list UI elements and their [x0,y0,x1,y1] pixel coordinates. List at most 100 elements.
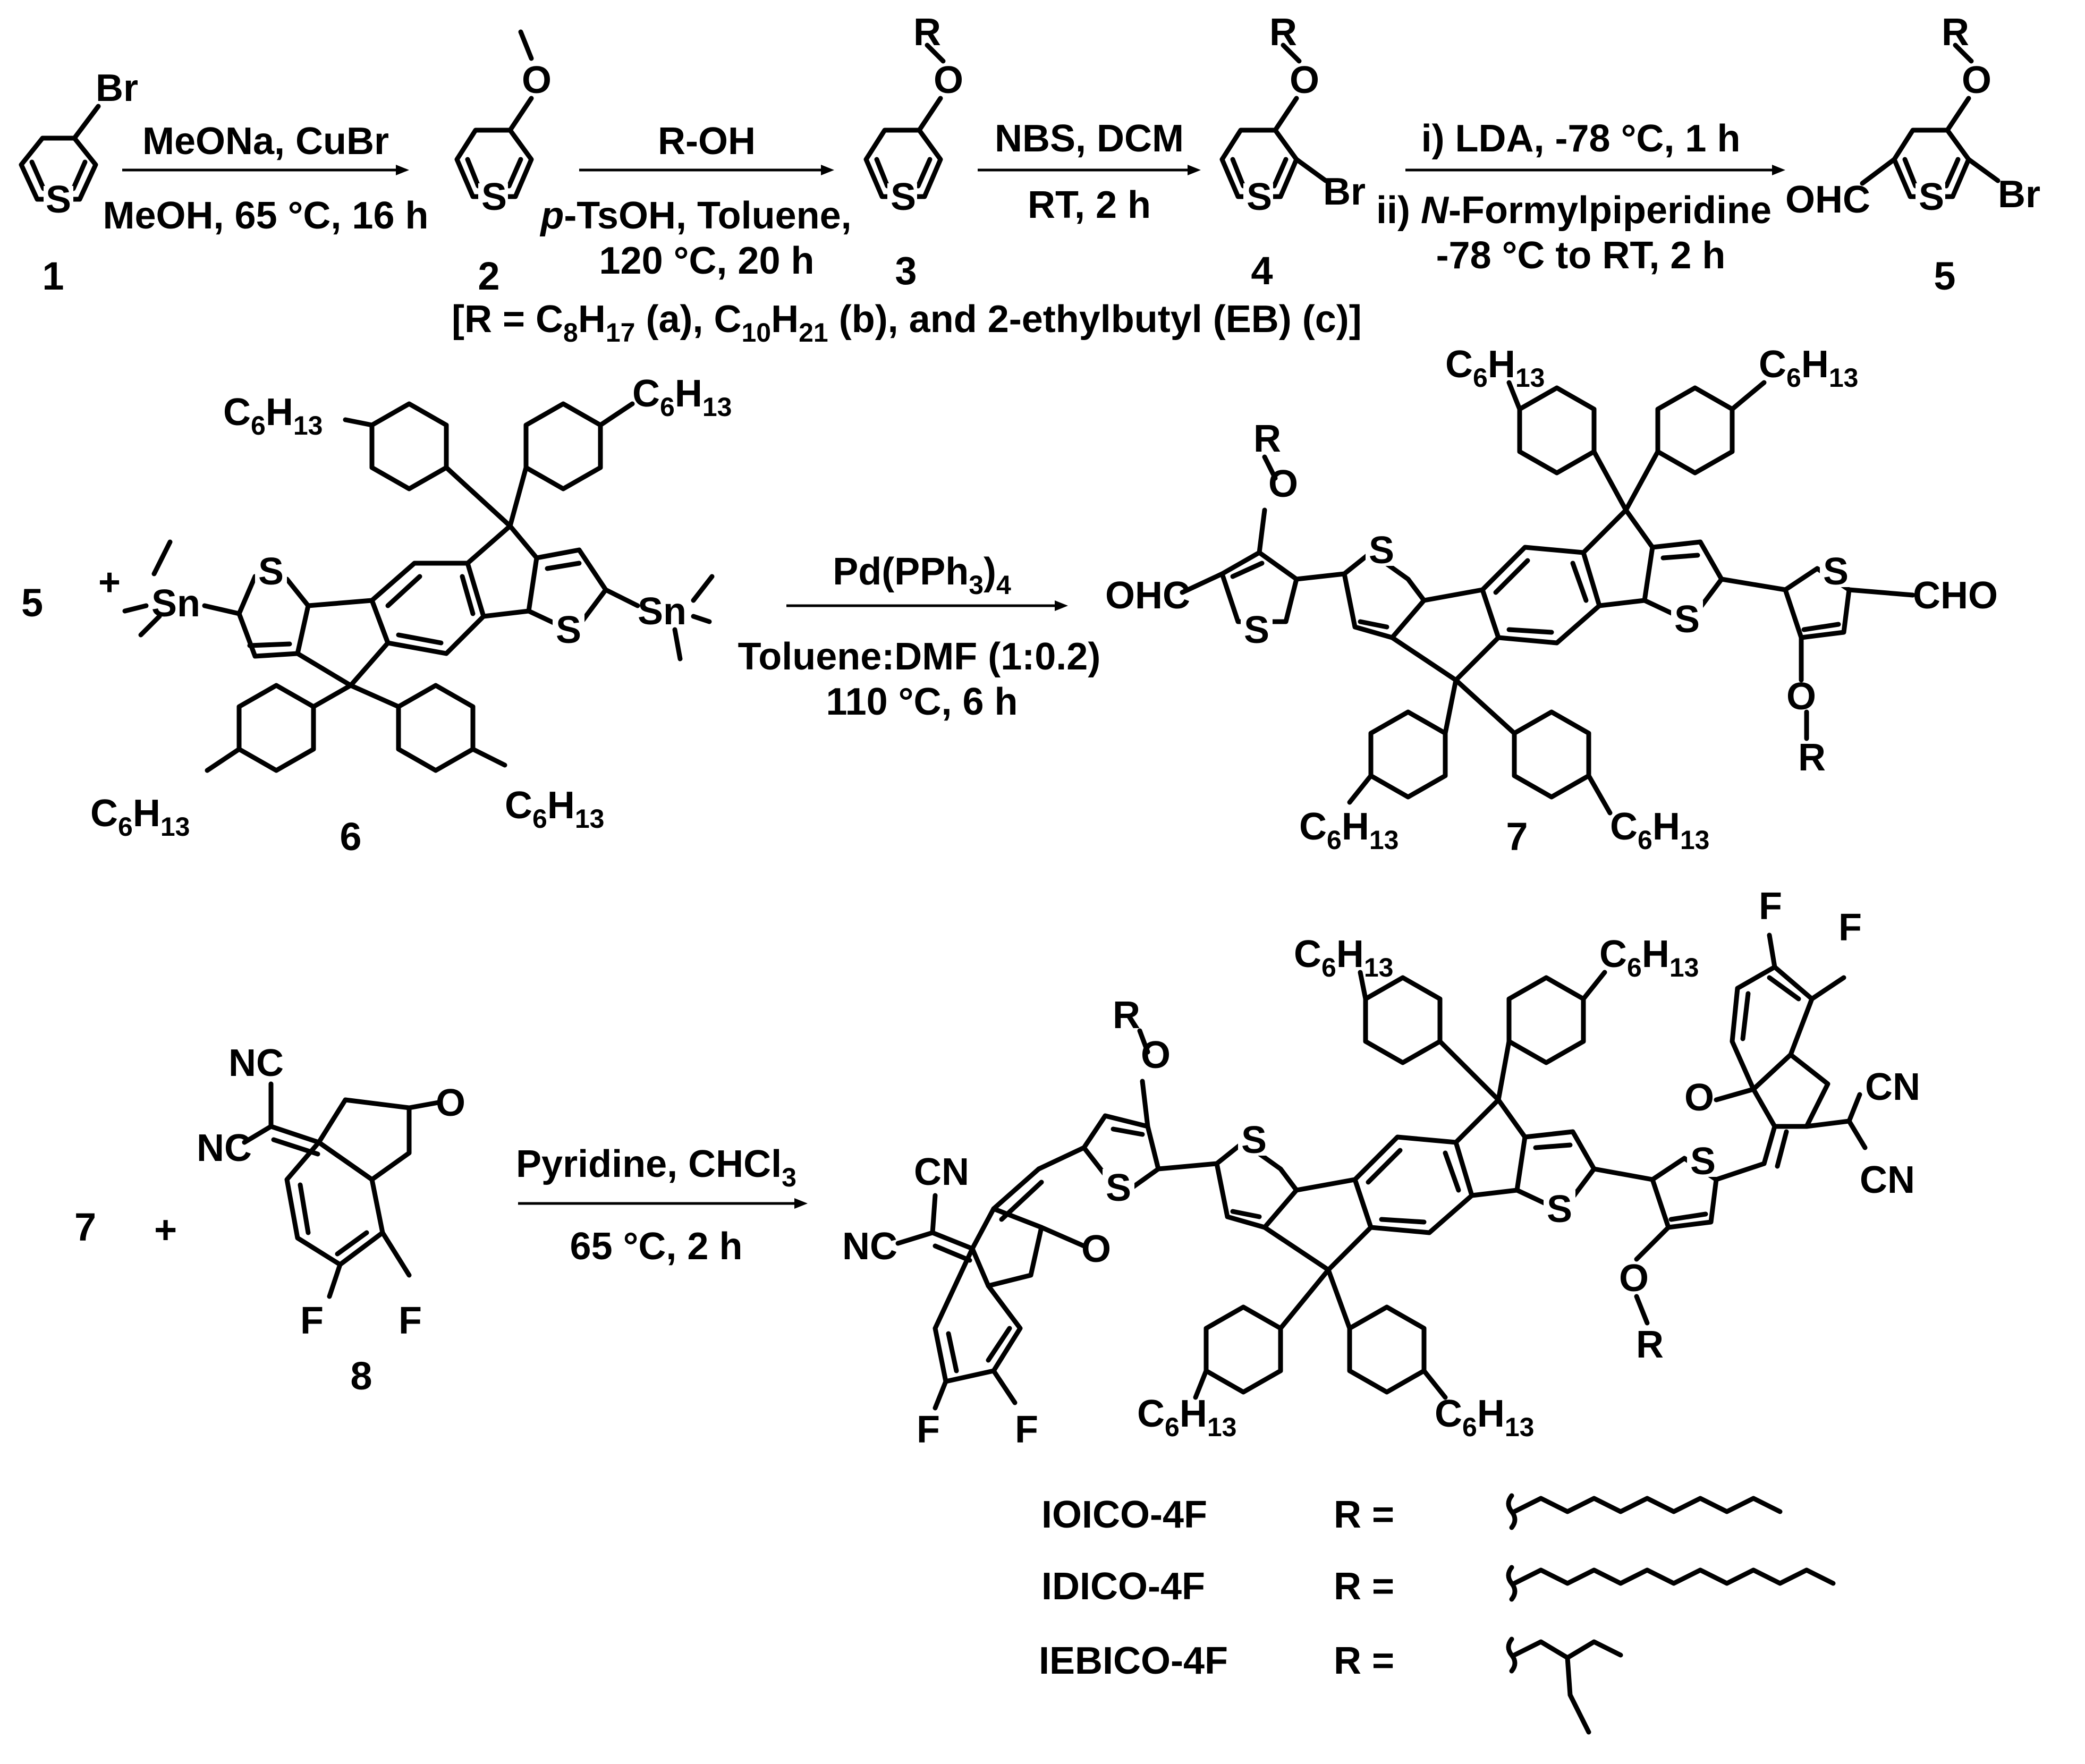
final-product-structure: CN NC O F F S O R S [842,885,1920,1451]
oxygen-atom: O [1786,675,1816,718]
step2-conditions: p-TsOH, Toluene, [539,194,851,237]
plus-sign: + [98,561,121,604]
step4-second-reagent: ii) N-Formylpiperidine [1376,189,1772,232]
sulfur-atom: S [1247,176,1272,218]
reaction-arrow-3: NBS, DCM RT, 2 h [978,117,1201,226]
r-group-definition: [R = C8H17 (a), C10H21 (b), and 2-ethylb… [452,298,1362,347]
compound-4-structure: S O R Br 4 [1219,11,1366,293]
sulfur-atom: S [1823,550,1849,593]
r-equals-label: R = [1334,1565,1394,1608]
product-name-iebico: IEBICO-4F [1039,1640,1228,1682]
ketone-oxygen: O [1684,1076,1714,1119]
compound-1-label: 1 [42,254,64,298]
reaction-arrow-5: Pd(PPh3)4 Toluene:DMF (1:0.2) 110 °C, 6 … [738,550,1101,723]
step6-conditions: 65 °C, 2 h [570,1225,743,1268]
sulfur-atom: S [258,550,284,593]
cyano-group: CN [1860,1159,1915,1201]
hexyl-label: C6H13 [1599,933,1699,982]
step2-reagents: R-OH [658,120,756,163]
r-equals-label: R = [1334,1494,1394,1536]
reaction-arrow-4: i) LDA, -78 °C, 1 h ii) N-Formylpiperidi… [1376,117,1785,277]
cyano-group: NC [842,1225,897,1268]
hexyl-label: C6H13 [505,784,604,834]
compound-2-label: 2 [478,254,499,298]
sulfur-atom: S [1369,529,1394,572]
bromine-atom: Br [96,67,138,109]
hexyl-label: C6H13 [1137,1393,1236,1442]
compound-7-label: 7 [1506,815,1528,859]
compound-6-structure: + Sn S S Sn [90,372,732,859]
bromine-atom: Br [1998,173,2040,216]
hexyl-label: C6H13 [1610,805,1709,855]
reactant-7-label: 7 [74,1205,96,1249]
aldehyde-group: CHO [1913,574,1998,617]
cyano-group: CN [914,1151,969,1193]
sulfur-atom: S [1244,609,1269,651]
r-group: R [1253,418,1281,460]
compound-3-structure: S O R 3 [863,11,963,293]
hexyl-label: C6H13 [632,372,732,422]
aldehyde-group: OHC [1105,574,1190,617]
ketone-oxygen: O [1081,1228,1111,1270]
step4-reagents: i) LDA, -78 °C, 1 h [1421,117,1741,160]
compound-8-structure: NC NC O F F 8 [197,1042,465,1398]
plus-sign: + [154,1208,177,1252]
r-group: R [1798,736,1826,779]
cyano-group: CN [1865,1066,1920,1108]
fluorine-atom: F [917,1409,940,1451]
oxygen-atom: O [1290,59,1319,101]
fluorine-atom: F [300,1300,324,1342]
tin-atom: Sn [151,582,200,625]
cyano-group: NC [228,1042,284,1084]
compound-8-label: 8 [350,1354,372,1398]
hexyl-label: C6H13 [1759,343,1858,393]
oxygen-atom: O [1619,1257,1649,1300]
sulfur-atom: S [1674,598,1700,641]
oxygen-atom: O [1962,59,1991,101]
hexyl-label: C6H13 [90,792,190,842]
step1-conditions: MeOH, 65 °C, 16 h [103,194,429,237]
reaction-arrow-6: Pyridine, CHCl3 65 °C, 2 h [516,1143,808,1268]
oxygen-atom: O [1268,463,1298,505]
cyano-group: NC [197,1127,252,1169]
reactant-5-label: 5 [21,581,43,625]
compound-2-structure: S O 2 [454,29,552,298]
compound-5-structure: S O R Br OHC 5 [1785,11,2040,298]
r-group: R [1636,1324,1664,1366]
oxygen-atom: O [934,59,963,101]
step3-conditions: RT, 2 h [1028,184,1151,226]
aldehyde-group: OHC [1785,179,1870,221]
r-equals-label: R = [1334,1640,1394,1682]
fluorine-atom: F [1838,906,1862,949]
compound-6-label: 6 [340,815,361,859]
reaction-arrow-2: R-OH p-TsOH, Toluene, 120 °C, 20 h [539,120,851,282]
oxygen-atom: O [522,59,552,101]
hexyl-label: C6H13 [223,391,323,440]
sulfur-atom: S [891,176,916,218]
r-group: R [1942,11,1969,54]
step5-catalyst: Pd(PPh3)4 [833,550,1011,600]
hexyl-label: C6H13 [1445,343,1545,393]
compound-7-structure: S O R OHC S S S O R CHO [1105,343,1998,859]
hexyl-label: C6H13 [1435,1393,1534,1442]
octyl-chain-drawing [1506,1493,1783,1530]
sulfur-atom: S [1690,1140,1716,1183]
r-group: R [913,11,941,54]
compound-3-label: 3 [895,249,917,293]
sulfur-atom: S [46,179,71,221]
hexyl-label: C6H13 [1299,805,1399,855]
sulfur-atom: S [481,176,507,218]
ketone-oxygen: O [436,1082,465,1124]
sulfur-atom: S [1241,1119,1267,1161]
step5-conditions: 110 °C, 6 h [826,681,1018,723]
product-table: IOICO-4F R = IDICO-4F R = IEBICO-4F R = [1039,1493,1836,1735]
product-name-ioico: IOICO-4F [1041,1494,1207,1536]
bromine-atom: Br [1323,171,1366,213]
compound-5-label: 5 [1934,254,1955,298]
sulfur-atom: S [1547,1188,1572,1231]
step1-reagents: MeONa, CuBr [142,120,389,163]
r-group: R [1113,994,1140,1037]
step5-solvent: Toluene:DMF (1:0.2) [738,635,1101,678]
